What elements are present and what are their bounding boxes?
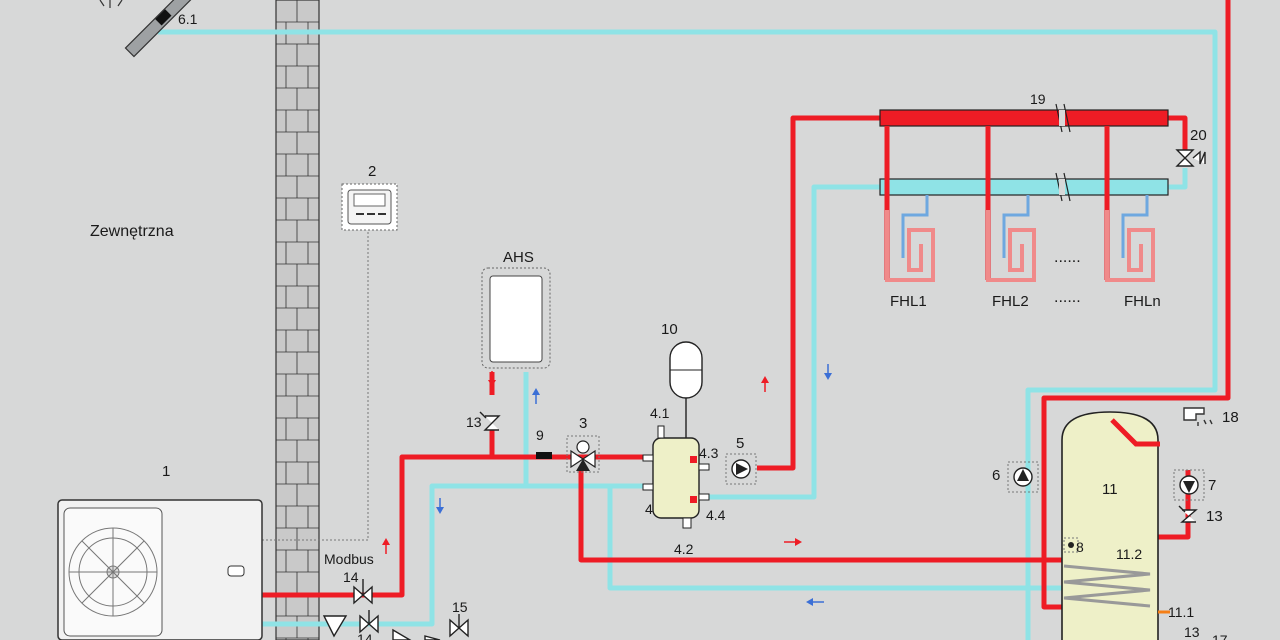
valve-14-lower <box>359 610 379 634</box>
check-valve-13-ahs <box>479 411 501 431</box>
label-8: 8 <box>1076 539 1084 555</box>
strainer-icon <box>322 615 348 638</box>
pipe-manifold-bypass <box>1168 115 1188 150</box>
label-6: 6 <box>992 467 1000 484</box>
label-11-1: 11.1 <box>1168 604 1194 620</box>
label-11-2: 11.2 <box>1116 546 1142 562</box>
dots-loops: ...... <box>1054 249 1081 266</box>
label-13-ahs: 13 <box>466 414 482 430</box>
faucet-icon <box>1183 407 1213 426</box>
pipe-dhw-return <box>607 486 1062 591</box>
floor-manifold <box>879 103 1169 202</box>
fhln-label: FHLn <box>1124 293 1161 310</box>
temperature-sensor-8 <box>1063 537 1079 553</box>
valve-bottom-partial <box>392 628 441 640</box>
pipe-3way-dhw <box>578 468 1062 563</box>
label-2: 2 <box>368 163 376 180</box>
pipe-unit-supply <box>262 454 644 598</box>
label-5: 5 <box>736 435 744 452</box>
solar-collector <box>99 0 192 58</box>
label-4: 4 <box>645 501 653 517</box>
pipe-buffer-return <box>699 184 880 500</box>
label-7: 7 <box>1208 477 1216 494</box>
valve-15 <box>449 614 469 638</box>
wired-controller <box>341 183 398 231</box>
temperature-sensor-9 <box>536 452 552 459</box>
ahs-label: AHS <box>503 249 534 266</box>
fan-icon <box>68 527 158 617</box>
circulation-pump-6 <box>1007 461 1039 493</box>
sun-icon <box>99 0 123 8</box>
label-17: 17 <box>1212 632 1228 640</box>
label-10: 10 <box>661 321 678 338</box>
outdoor-heat-pump-unit <box>57 499 263 640</box>
label-11: 11 <box>1102 481 1118 498</box>
label-15: 15 <box>452 599 468 615</box>
building-wall <box>275 0 320 640</box>
label-4-4: 4.4 <box>706 507 726 523</box>
label-13-tank: 13 <box>1206 508 1223 525</box>
check-valve-13-tank <box>1178 505 1198 523</box>
label-13-bottom: 13 <box>1184 624 1200 640</box>
label-1: 1 <box>162 463 170 480</box>
modbus-label: Modbus <box>324 551 374 567</box>
outdoor-label: Zewnętrzna <box>90 223 174 240</box>
expansion-vessel <box>669 341 703 438</box>
label-3: 3 <box>579 415 587 432</box>
circulation-pump-7 <box>1173 469 1205 501</box>
dhw-coil <box>1063 564 1151 608</box>
label-14-a: 14 <box>343 569 359 585</box>
label-4-1: 4.1 <box>650 405 670 421</box>
label-14-b: 14 <box>357 631 373 640</box>
label-4-2: 4.2 <box>674 541 694 557</box>
auxiliary-heat-source <box>481 267 551 369</box>
fhl2-label: FHL2 <box>992 293 1029 310</box>
pipe-return-main <box>262 483 644 627</box>
dhw-tank <box>1061 411 1170 640</box>
label-9: 9 <box>536 427 544 443</box>
bypass-valve-20 <box>1175 149 1206 167</box>
circulation-pump-5 <box>725 453 757 485</box>
label-6-1: 6.1 <box>178 11 198 27</box>
label-19: 19 <box>1030 91 1046 107</box>
label-20: 20 <box>1190 127 1207 144</box>
pipe-dhw-coil-in <box>1041 0 1231 610</box>
dots-labels: ...... <box>1054 289 1081 306</box>
valve-14-upper <box>353 579 373 605</box>
fhl1-label: FHL1 <box>890 293 927 310</box>
label-4-3: 4.3 <box>699 445 719 461</box>
flow-direction-arrows <box>382 364 832 606</box>
buffer-tank <box>642 425 710 529</box>
three-way-valve <box>566 435 600 473</box>
pipe-floor-supply <box>757 115 880 471</box>
label-18: 18 <box>1222 409 1239 426</box>
pipe-manifold-link <box>1168 168 1188 190</box>
supply-pipes <box>262 0 1231 610</box>
floor-heating-loops <box>884 126 1155 282</box>
modbus-cable <box>226 232 369 541</box>
